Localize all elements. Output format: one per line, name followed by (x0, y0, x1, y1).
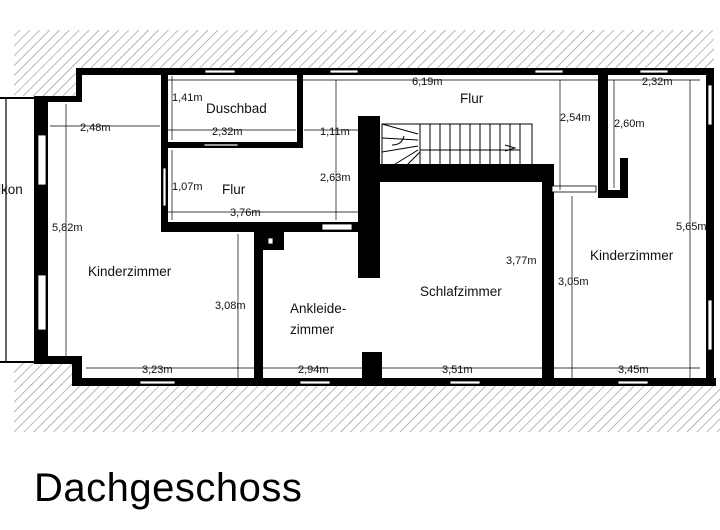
staircase (381, 123, 533, 167)
ankleide-label-line1: Ankleide- (290, 301, 346, 316)
dim-right-top: 2,32m (642, 76, 673, 88)
ankleide-label-line2: zimmer (290, 322, 335, 337)
dim-left-top: 2,48m (80, 122, 111, 134)
dim-bottom-right: 3,45m (618, 364, 649, 376)
dim-flur-width: 6,19m (412, 76, 443, 88)
schlafzimmer-label: Schlafzimmer (420, 284, 502, 299)
roof-hatch-top (14, 30, 714, 72)
dim-right-height: 5,65m (676, 221, 707, 233)
dim-right-depth: 2,60m (614, 118, 645, 130)
dim-bottom-left: 3,23m (142, 364, 173, 376)
dim-flur-height: 2,63m (320, 172, 351, 184)
floor-title: Dachgeschoss (34, 466, 303, 510)
dim-bath-width: 2,32m (212, 126, 243, 138)
dim-left-height: 5,82m (52, 222, 83, 234)
dim-flur-mid-width: 3,76m (230, 207, 261, 219)
dim-ankleide-height: 3,08m (215, 300, 246, 312)
dim-flur-small: 1,11m (320, 126, 350, 138)
roof-hatch-bottom (14, 384, 720, 432)
windows (37, 69, 713, 385)
roof-hatch-left-bottom (14, 362, 76, 386)
flur-mid-label: Flur (222, 182, 246, 197)
door-openings (162, 143, 597, 245)
dim-bottom-schlaf: 3,51m (442, 364, 473, 376)
dim-bath-height: 1,41m (172, 92, 203, 104)
kinderzimmer-right-label: Kinderzimmer (590, 248, 674, 263)
dim-stair-height: 2,54m (560, 112, 591, 124)
dim-bottom-ankleide: 2,94m (298, 364, 329, 376)
duschbad-label: Duschbad (206, 101, 267, 116)
dim-flur-mid-height: 1,07m (172, 181, 203, 193)
flur-top-label: Flur (460, 91, 484, 106)
kinderzimmer-left-label: Kinderzimmer (88, 264, 172, 279)
balcony (0, 97, 36, 363)
dim-schlaf-height: 3,77m (506, 255, 537, 267)
balcony-label: lkon (0, 182, 23, 197)
dimension-lines (50, 76, 700, 378)
roof-hatch-left-top (14, 72, 76, 96)
dim-right-mid-height: 3,05m (558, 276, 589, 288)
